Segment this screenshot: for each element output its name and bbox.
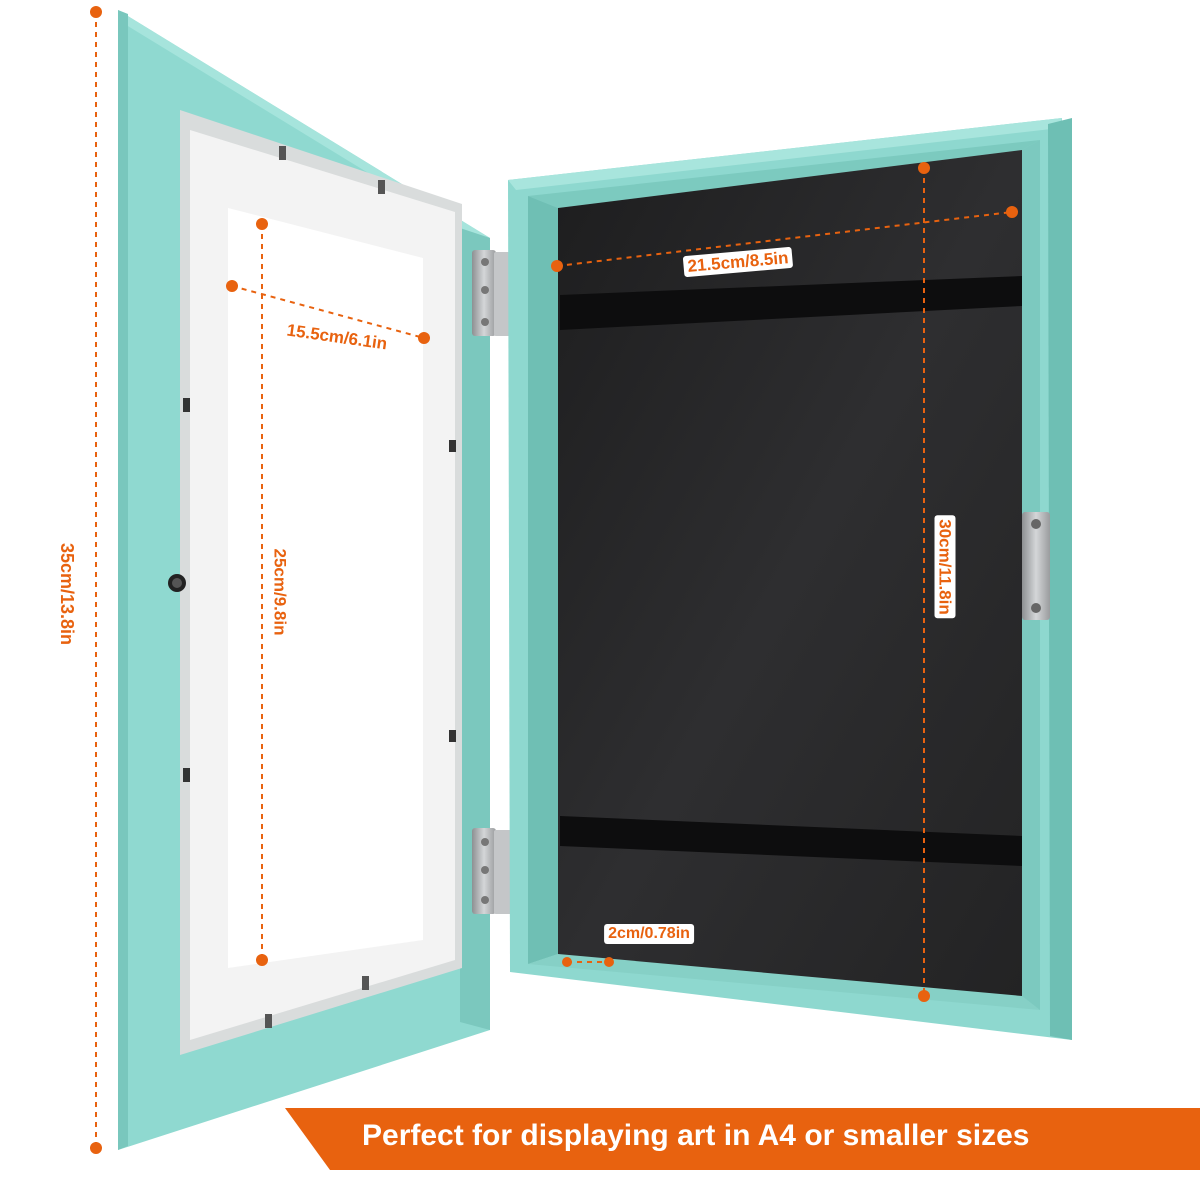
box-inner-left-wall	[528, 196, 558, 964]
clip	[279, 146, 286, 160]
dim-dot	[1006, 206, 1018, 218]
inner-height-label: 30cm/11.8in	[934, 515, 956, 619]
dim-dot	[551, 260, 563, 272]
dim-dot	[918, 162, 930, 174]
front-frame	[118, 10, 490, 1150]
box-frame	[508, 118, 1072, 1040]
depth-label: 2cm/0.78in	[604, 924, 694, 944]
dim-dot	[604, 957, 614, 967]
dim-dot	[226, 280, 238, 292]
dim-dot	[90, 6, 102, 18]
dim-dot	[256, 954, 268, 966]
box-inner-top-wall	[528, 140, 1040, 208]
clip	[183, 398, 190, 412]
clip	[449, 730, 456, 742]
overall-height-label: 35cm/13.8in	[56, 538, 78, 650]
front-frame-left-edge	[118, 10, 128, 1150]
box-frame-right-edge	[1048, 118, 1072, 1040]
dim-dot	[418, 332, 430, 344]
strap-bottom	[560, 816, 1022, 866]
clip	[378, 180, 385, 194]
inner-width-line	[556, 211, 1013, 267]
mat-width-line	[231, 285, 425, 339]
clip	[362, 976, 369, 990]
box-frame-top-edge	[508, 118, 1062, 190]
hinge-top	[472, 250, 512, 336]
banner-text: Perfect for displaying art in A4 or smal…	[362, 1119, 1030, 1152]
dim-dot	[90, 1142, 102, 1154]
box-inner-bottom-wall	[528, 954, 1040, 1010]
latch	[1022, 512, 1050, 620]
backing-board	[558, 150, 1022, 996]
dim-dot	[918, 990, 930, 1002]
clip	[265, 1014, 272, 1028]
clip	[449, 440, 456, 452]
clip	[183, 768, 190, 782]
hinge-bottom	[472, 828, 512, 914]
dimension-lines	[90, 6, 1018, 1154]
mat-height-label: 25cm/9.8in	[269, 544, 291, 640]
banner-shape	[285, 1108, 1200, 1170]
mat-window	[228, 208, 423, 968]
dim-dot	[256, 218, 268, 230]
strap-top	[560, 276, 1022, 330]
dim-dot	[562, 957, 572, 967]
